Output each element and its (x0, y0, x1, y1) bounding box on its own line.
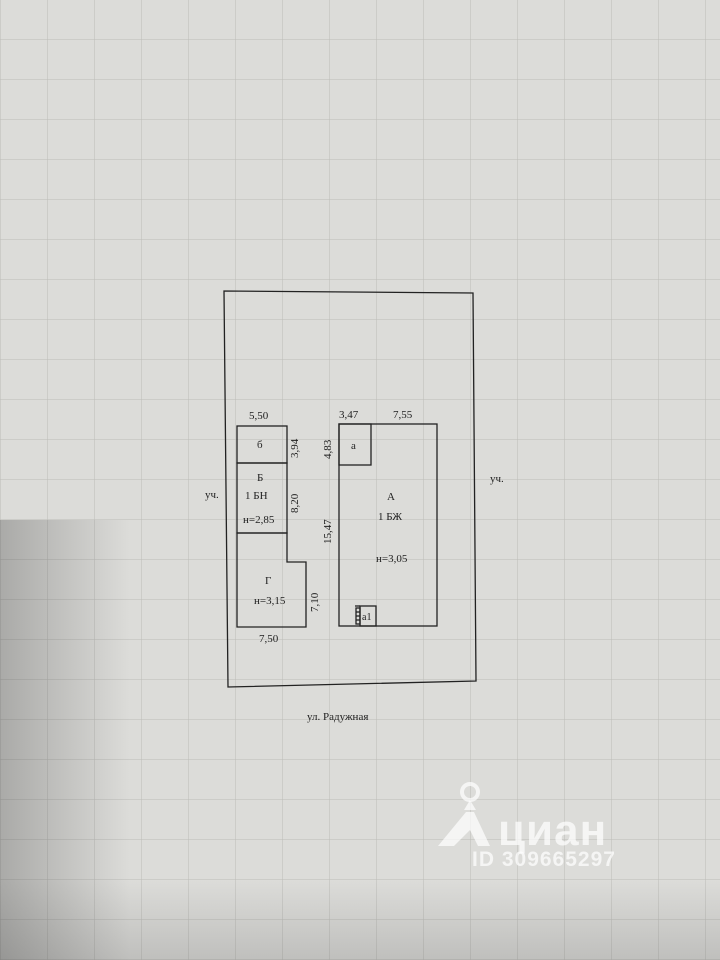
annex-a-label: а (351, 440, 356, 452)
dim-g-bottom: 7,50 (259, 633, 279, 645)
watermark-id-text: ID 309665297 (472, 848, 616, 871)
building-a-letter: А (387, 491, 395, 503)
dim-a-top-left: 3,47 (339, 409, 359, 421)
building-a-height: н=3,05 (376, 553, 408, 565)
dim-a-left: 15,47 (322, 519, 334, 544)
shadow-left (0, 520, 130, 960)
cian-watermark: циан ID 309665297 (432, 776, 672, 876)
building-b-floors: 1 БН (245, 490, 268, 502)
shadow-bottom (0, 880, 720, 960)
neighbor-right-label: уч. (490, 473, 504, 485)
building-g-height: н=3,15 (254, 595, 286, 607)
building-a-outline (338, 423, 438, 627)
building-a-floors: 1 БЖ (378, 511, 402, 523)
dim-a-left-upper: 4,83 (322, 439, 334, 459)
dim-g-right: 7,10 (309, 592, 321, 612)
building-g-letter: Г (265, 575, 271, 587)
annex-a1-label: а1 (362, 612, 371, 623)
annex-b-label: б (257, 439, 263, 451)
dim-b-top: 5,50 (249, 410, 269, 422)
plot-boundary (223, 290, 477, 688)
location-pin-icon (438, 782, 490, 846)
annex-a-outline (338, 423, 372, 466)
building-b-height: н=2,85 (243, 514, 275, 526)
neighbor-left-label: уч. (205, 489, 219, 501)
dim-a-top-right: 7,55 (393, 409, 413, 421)
dim-b-right: 8,20 (289, 493, 301, 513)
building-g-outline (236, 532, 307, 628)
street-label: ул. Радужная (307, 711, 368, 723)
dim-b-right-upper: 3,94 (289, 438, 301, 458)
building-a-group (338, 423, 438, 627)
watermark-logo-text: циан (498, 806, 608, 855)
building-b-letter: Б (257, 472, 263, 484)
